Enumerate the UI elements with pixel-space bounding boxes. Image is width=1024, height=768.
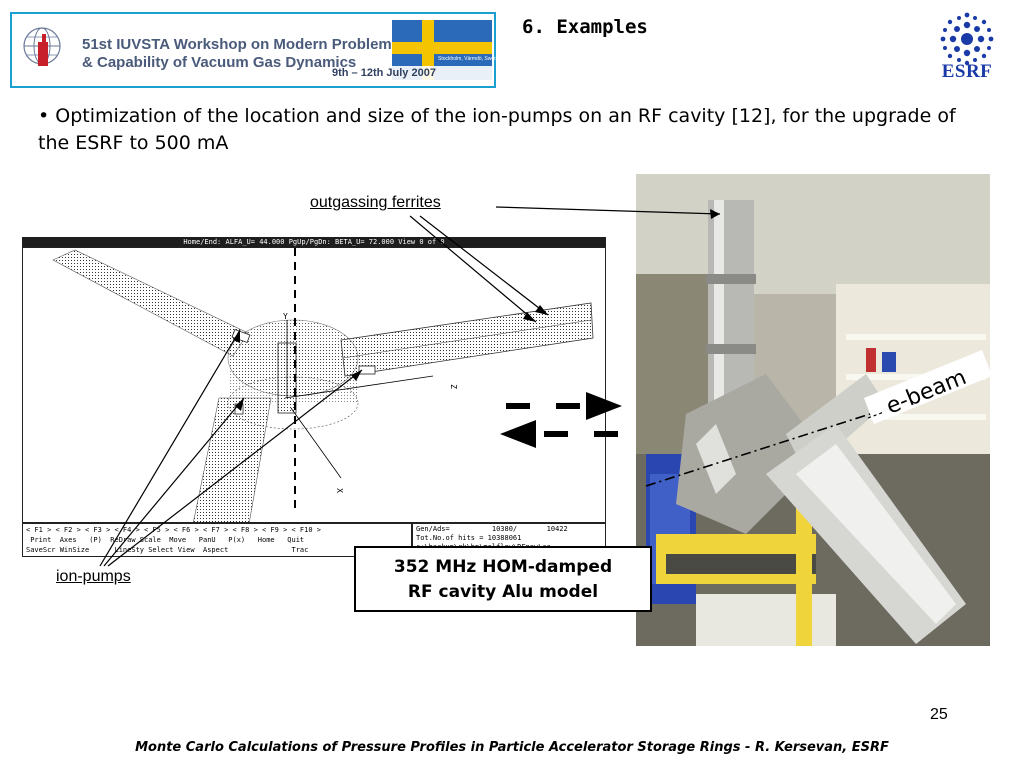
axis-y-label: Y xyxy=(283,312,288,321)
workshop-banner: 51st IUVSTA Workshop on Modern Problems … xyxy=(10,12,502,88)
banner-dates: 9th – 12th July 2007 xyxy=(332,67,436,79)
esrf-logo-text: ESRF xyxy=(941,61,993,82)
ferrite-pointer-line xyxy=(495,206,721,215)
function-key-row[interactable]: < F1 > < F2 > < F3 > < F4 > < F5 > < F6 … xyxy=(26,526,322,534)
arrowhead-icon xyxy=(523,312,536,322)
command-row-1[interactable]: Print Axes (P) ReDraw Scale Move PanU P(… xyxy=(26,536,305,544)
banner-line-2: & Capability of Vacuum Gas Dynamics xyxy=(82,54,357,71)
caption-line-2: RF cavity Alu model xyxy=(407,582,599,602)
cad-viewport: Y Z X xyxy=(22,247,606,525)
ferrite-pointer-line xyxy=(409,215,537,323)
ferrite-pointer-line xyxy=(419,215,549,316)
caption-line-1: 352 MHz HOM-damped xyxy=(393,557,613,577)
cavity-caption-box: 352 MHz HOM-damped RF cavity Alu model xyxy=(354,546,652,612)
arrowhead-icon xyxy=(351,370,362,381)
total-hits-readout: Tot.No.of hits = 10388061 xyxy=(416,534,522,542)
bullet-text: Optimization of the location and size of… xyxy=(38,105,956,154)
beam-direction-right-arrow-icon xyxy=(506,392,622,420)
pump-pointer-line xyxy=(107,369,363,567)
banner-location: Stockholm, Värmdö, Sweden xyxy=(438,56,503,62)
esrf-logo-icon xyxy=(940,12,994,66)
bullet-point: • Optimization of the location and size … xyxy=(38,103,968,157)
globe-logo-icon xyxy=(23,27,61,66)
banner-line-1: 51st IUVSTA Workshop on Modern Problems xyxy=(82,36,401,53)
beam-axis-line xyxy=(645,413,871,487)
beam-direction-left-arrow-icon xyxy=(500,420,618,448)
rf-cavity-photo xyxy=(636,174,990,646)
cavity-wireframe xyxy=(52,248,594,525)
arrowhead-icon xyxy=(233,330,240,343)
bullet-symbol: • xyxy=(38,105,50,127)
ion-pumps-label: ion-pumps xyxy=(56,568,131,585)
pump-pointer-line xyxy=(99,329,241,567)
pump-pointer-line xyxy=(103,397,245,567)
slide-footer: Monte Carlo Calculations of Pressure Pro… xyxy=(135,740,889,755)
arrowhead-icon xyxy=(535,305,548,315)
slide-title: 6. Examples xyxy=(522,16,648,38)
arrowhead-icon xyxy=(710,209,720,219)
sweden-flag-icon xyxy=(392,20,492,80)
page-number: 25 xyxy=(930,706,948,723)
arrowhead-icon xyxy=(235,398,244,411)
ferrites-label: outgassing ferrites xyxy=(310,194,441,211)
ebeam-callout: e-beam xyxy=(864,350,992,424)
molflow-cad-view: Home/End: ALFA_U= 44.000 PgUp/PgDn: BETA… xyxy=(22,237,606,557)
gen-ads-readout: Gen/Ads= 10380/ 10422 xyxy=(416,525,568,533)
cad-status-bar: Home/End: ALFA_U= 44.000 PgUp/PgDn: BETA… xyxy=(22,237,606,247)
